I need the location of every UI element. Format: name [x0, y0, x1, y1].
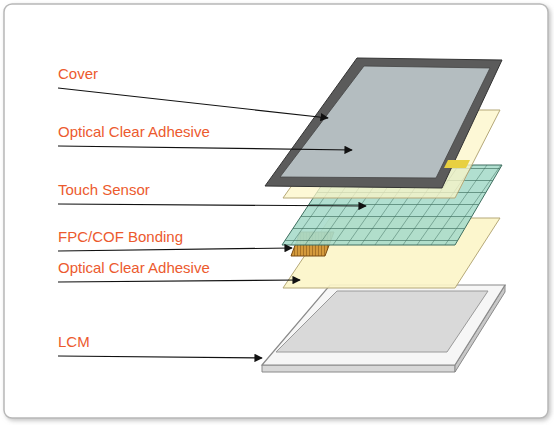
logo-mark: [444, 160, 470, 168]
part-label: Optical Clear Adhesive: [58, 123, 210, 141]
part-label: LCM: [58, 333, 90, 351]
part-label: Cover: [58, 65, 98, 83]
frame: [4, 4, 548, 418]
leader-arrows: [58, 88, 366, 358]
part-label: Touch Sensor: [58, 181, 150, 199]
part-label: Optical Clear Adhesive: [58, 259, 210, 277]
part-label: FPC/COF Bonding: [58, 228, 183, 246]
cover-glass: [265, 58, 502, 188]
lcm-module: [262, 285, 505, 372]
